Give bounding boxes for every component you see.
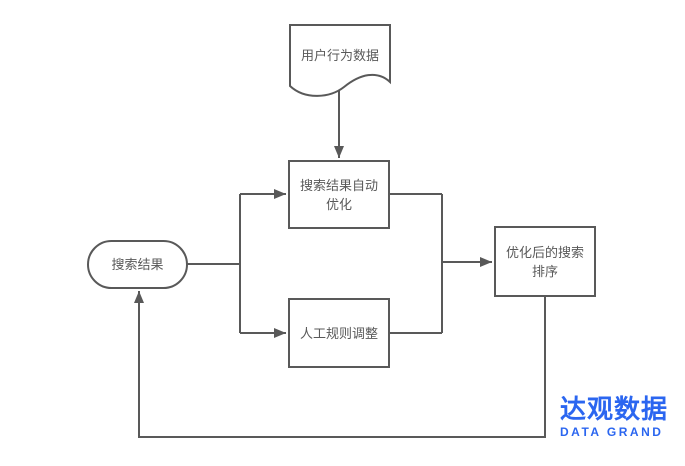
edge-feedback-loop: [134, 291, 546, 438]
document-shape-outline: [289, 24, 391, 97]
node-label-line2: 优化: [325, 196, 352, 212]
node-search-results: 搜索结果: [87, 240, 188, 289]
node-label: 搜索结果: [111, 257, 164, 272]
node-manual-rules: 人工规则调整: [288, 298, 390, 368]
node-label: 用户行为数据: [300, 47, 379, 63]
node-label-line1: 搜索结果自动: [299, 177, 378, 193]
logo-chinese-text: 达观数据: [560, 394, 669, 424]
node-label-line2: 排序: [531, 263, 558, 279]
logo-english-text: DATA GRAND: [560, 425, 664, 439]
edge-trunk-lines: [187, 193, 443, 334]
datagrand-logo: 达观数据 DATA GRAND: [560, 394, 668, 439]
node-auto-optimize: 搜索结果自动 优化: [288, 160, 390, 229]
node-label: 人工规则调整: [299, 325, 378, 341]
node-user-behavior-data: 用户行为数据: [289, 24, 391, 102]
node-label-line1: 优化后的搜索: [505, 244, 584, 260]
node-optimized-ranking: 优化后的搜索 排序: [494, 226, 596, 297]
